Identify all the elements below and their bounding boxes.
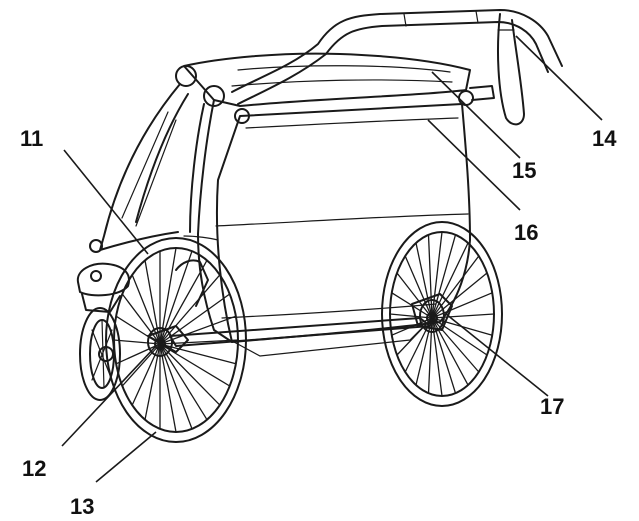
front-window-panel [89, 83, 205, 253]
wheel-spoke [159, 343, 237, 365]
wheel-spoke [159, 339, 239, 345]
wheel-spoke [121, 343, 161, 387]
callout-line-17 [445, 313, 549, 397]
rear-wheel-right [381, 221, 503, 407]
side-wall [183, 99, 233, 343]
wheel-spoke [391, 317, 433, 336]
wheel-spoke [431, 292, 493, 319]
callout-line-12 [61, 345, 157, 447]
wheel-spoke [159, 343, 193, 430]
callout-label-15: 15 [512, 158, 536, 183]
wheel-spoke [415, 317, 433, 386]
wheel-spoke [431, 255, 480, 319]
wrist-strap [497, 13, 525, 126]
handlebar [231, 9, 563, 105]
wheel-spoke [431, 234, 457, 319]
callout-line-14 [515, 35, 603, 121]
wheel-spoke [431, 231, 443, 319]
wheel-spoke [121, 293, 161, 345]
callout-line-13 [95, 431, 157, 483]
callout-line-15 [431, 71, 521, 159]
canopy-hinges [175, 65, 495, 124]
callout-label-13: 13 [70, 494, 94, 519]
wheel-spoke [159, 343, 177, 433]
wheel-spoke [427, 317, 433, 394]
callout-label-16: 16 [514, 220, 538, 245]
callout-line-16 [427, 119, 521, 211]
wheel-spoke [431, 313, 495, 319]
wheel-spoke [404, 255, 433, 319]
wheel-spoke [415, 242, 433, 319]
wheel-spoke [431, 272, 488, 319]
canopy-top [183, 52, 471, 107]
wheel-spoke [431, 317, 488, 356]
callout-lines [61, 35, 603, 483]
wheel-spoke [131, 343, 161, 406]
callout-label-12: 12 [22, 456, 46, 481]
wheel-spoke [159, 343, 221, 406]
wheel-spoke [396, 317, 433, 356]
wheel-spoke [431, 242, 469, 319]
wheel-spoke [115, 343, 161, 365]
wheel-spoke [396, 272, 433, 319]
rear-wheel-left [105, 237, 247, 443]
wheel-spoke [389, 313, 433, 319]
front-wheel-assembly [76, 262, 130, 401]
callout-line-11 [63, 149, 149, 255]
wheel-spoke [113, 339, 161, 345]
wheel-spoke [159, 343, 208, 421]
wheel-spoke [159, 343, 231, 387]
wheel-spoke [144, 260, 161, 345]
callout-label-17: 17 [540, 394, 564, 419]
wheel-spoke [427, 234, 433, 319]
callout-labels: 11 12 13 14 15 16 17 [20, 126, 617, 519]
callout-label-14: 14 [592, 126, 617, 151]
callout-label-11: 11 [20, 126, 43, 151]
